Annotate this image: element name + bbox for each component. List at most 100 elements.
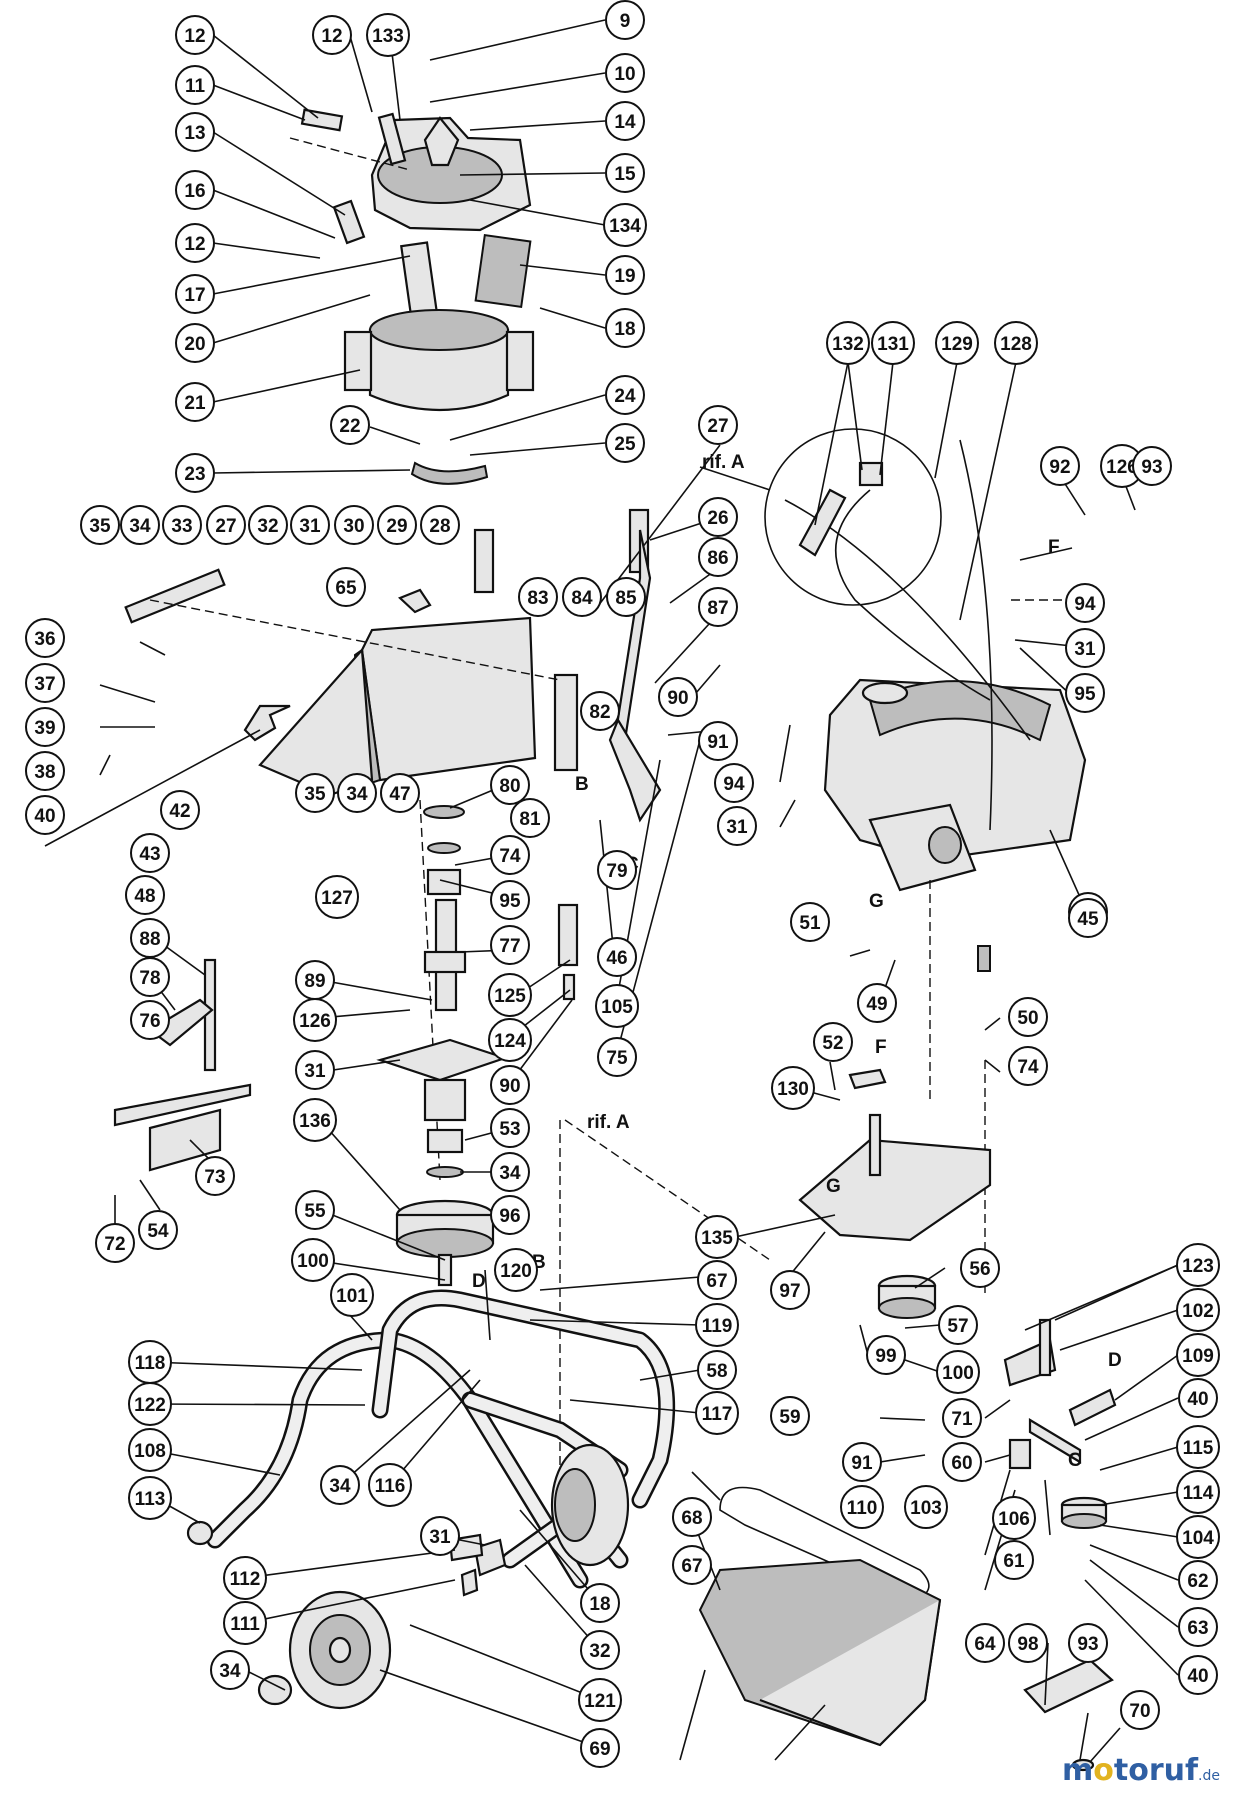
callout-72: 72 (95, 1223, 135, 1263)
callout-number: 116 (375, 1476, 406, 1497)
callout-40: 40 (1178, 1378, 1218, 1418)
callout-122: 122 (128, 1382, 172, 1426)
callout-number: 38 (34, 762, 55, 783)
callout-94: 94 (714, 763, 754, 803)
callout-60: 60 (942, 1442, 982, 1482)
callout-number: 35 (304, 784, 326, 805)
callout-118: 118 (128, 1340, 172, 1384)
callout-number: 125 (494, 986, 526, 1007)
callout-number: 93 (1077, 1634, 1098, 1655)
frame-tubes (206, 1289, 676, 1589)
callout-83: 83 (518, 577, 558, 617)
callout-34: 34 (337, 773, 377, 813)
callout-31: 31 (420, 1516, 460, 1556)
callout-31: 31 (717, 806, 757, 846)
callout-number: 131 (877, 334, 909, 355)
callout-26: 26 (698, 497, 738, 537)
callout-number: 93 (1141, 457, 1162, 478)
callout-30: 30 (334, 505, 374, 545)
callout-69: 69 (580, 1728, 620, 1768)
callout-number: 88 (139, 929, 160, 950)
callout-number: 120 (500, 1261, 532, 1282)
callout-111: 111 (223, 1601, 267, 1645)
callout-47: 47 (380, 773, 420, 813)
callout-38: 38 (25, 751, 65, 791)
callout-number: 102 (1182, 1301, 1214, 1322)
callout-number: 47 (389, 784, 410, 805)
callout-70: 70 (1120, 1690, 1160, 1730)
callout-number: 114 (1183, 1483, 1214, 1504)
callout-112: 112 (223, 1556, 267, 1600)
callout-number: 136 (299, 1111, 331, 1132)
callout-number: 128 (1000, 334, 1032, 355)
callout-number: 27 (707, 416, 728, 437)
callout-135: 135 (695, 1215, 739, 1259)
callout-number: 39 (34, 718, 55, 739)
callout-number: 58 (706, 1361, 727, 1382)
callout-59: 59 (770, 1396, 810, 1436)
callout-number: 127 (321, 888, 353, 909)
callout-number: 34 (346, 784, 368, 805)
callout-number: 101 (336, 1286, 368, 1307)
callout-number: 34 (129, 516, 151, 537)
callout-46: 46 (597, 937, 637, 977)
callout-16: 16 (175, 170, 215, 210)
wheel-and-caps (186, 1520, 484, 1710)
callout-57: 57 (938, 1305, 978, 1345)
callout-number: 90 (667, 688, 688, 709)
callout-113: 113 (128, 1476, 172, 1520)
callout-115: 115 (1176, 1425, 1220, 1469)
callout-78: 78 (130, 957, 170, 997)
ref-letter: F (875, 1037, 887, 1058)
callout-number: 122 (134, 1395, 166, 1416)
callout-number: 18 (589, 1594, 610, 1615)
callout-number: 15 (614, 164, 636, 185)
callout-125: 125 (488, 973, 532, 1017)
callout-number: 60 (951, 1453, 972, 1474)
callout-20: 20 (175, 323, 215, 363)
callout-number: 99 (875, 1346, 896, 1367)
callout-number: 31 (726, 817, 748, 838)
callout-number: 75 (606, 1048, 628, 1069)
callout-number: 74 (499, 846, 521, 867)
callout-number: 85 (615, 588, 637, 609)
callout-number: 104 (1182, 1528, 1214, 1549)
callout-34: 34 (320, 1465, 360, 1505)
callout-94: 94 (1065, 583, 1105, 623)
callout-number: 16 (184, 181, 205, 202)
callout-100: 100 (291, 1238, 335, 1282)
callout-40: 40 (25, 795, 65, 835)
callout-number: 111 (230, 1614, 260, 1635)
callout-number: 82 (589, 702, 610, 723)
callout-number: 12 (184, 234, 205, 255)
callout-132: 132 (826, 321, 870, 365)
callout-86: 86 (698, 537, 738, 577)
callout-93: 93 (1068, 1623, 1108, 1663)
callout-63: 63 (1178, 1607, 1218, 1647)
callout-number: 112 (230, 1569, 261, 1590)
callout-number: 35 (89, 516, 111, 537)
callout-number: 91 (707, 732, 729, 753)
callout-24: 24 (605, 375, 645, 415)
ref-letter: G (869, 891, 884, 912)
callout-52: 52 (813, 1022, 853, 1062)
callout-25: 25 (605, 423, 645, 463)
callout-number: 26 (707, 508, 728, 529)
callout-48: 48 (125, 875, 165, 915)
callout-number: 34 (499, 1163, 521, 1184)
callout-number: 67 (681, 1556, 702, 1577)
callout-54: 54 (138, 1210, 178, 1250)
callout-number: 32 (589, 1641, 610, 1662)
callout-104: 104 (1176, 1515, 1220, 1559)
callout-90: 90 (658, 677, 698, 717)
callout-number: 54 (147, 1221, 169, 1242)
rotor-hood-assembly (300, 108, 532, 317)
callout-9: 9 (605, 0, 645, 40)
callout-50: 50 (1008, 997, 1048, 1037)
callout-84: 84 (562, 577, 602, 617)
callout-92: 92 (1040, 446, 1080, 486)
callout-75: 75 (597, 1037, 637, 1077)
callout-number: 87 (707, 598, 728, 619)
engine (784, 439, 1087, 972)
